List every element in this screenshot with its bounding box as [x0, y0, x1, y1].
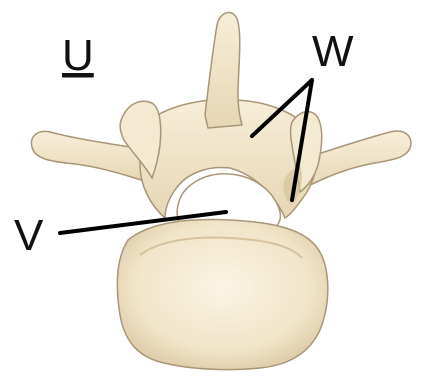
label-w: W — [312, 27, 354, 76]
vertebral-body — [117, 220, 327, 370]
label-v: V — [14, 211, 44, 260]
label-u: U — [62, 31, 94, 80]
spinous-process — [205, 13, 242, 128]
